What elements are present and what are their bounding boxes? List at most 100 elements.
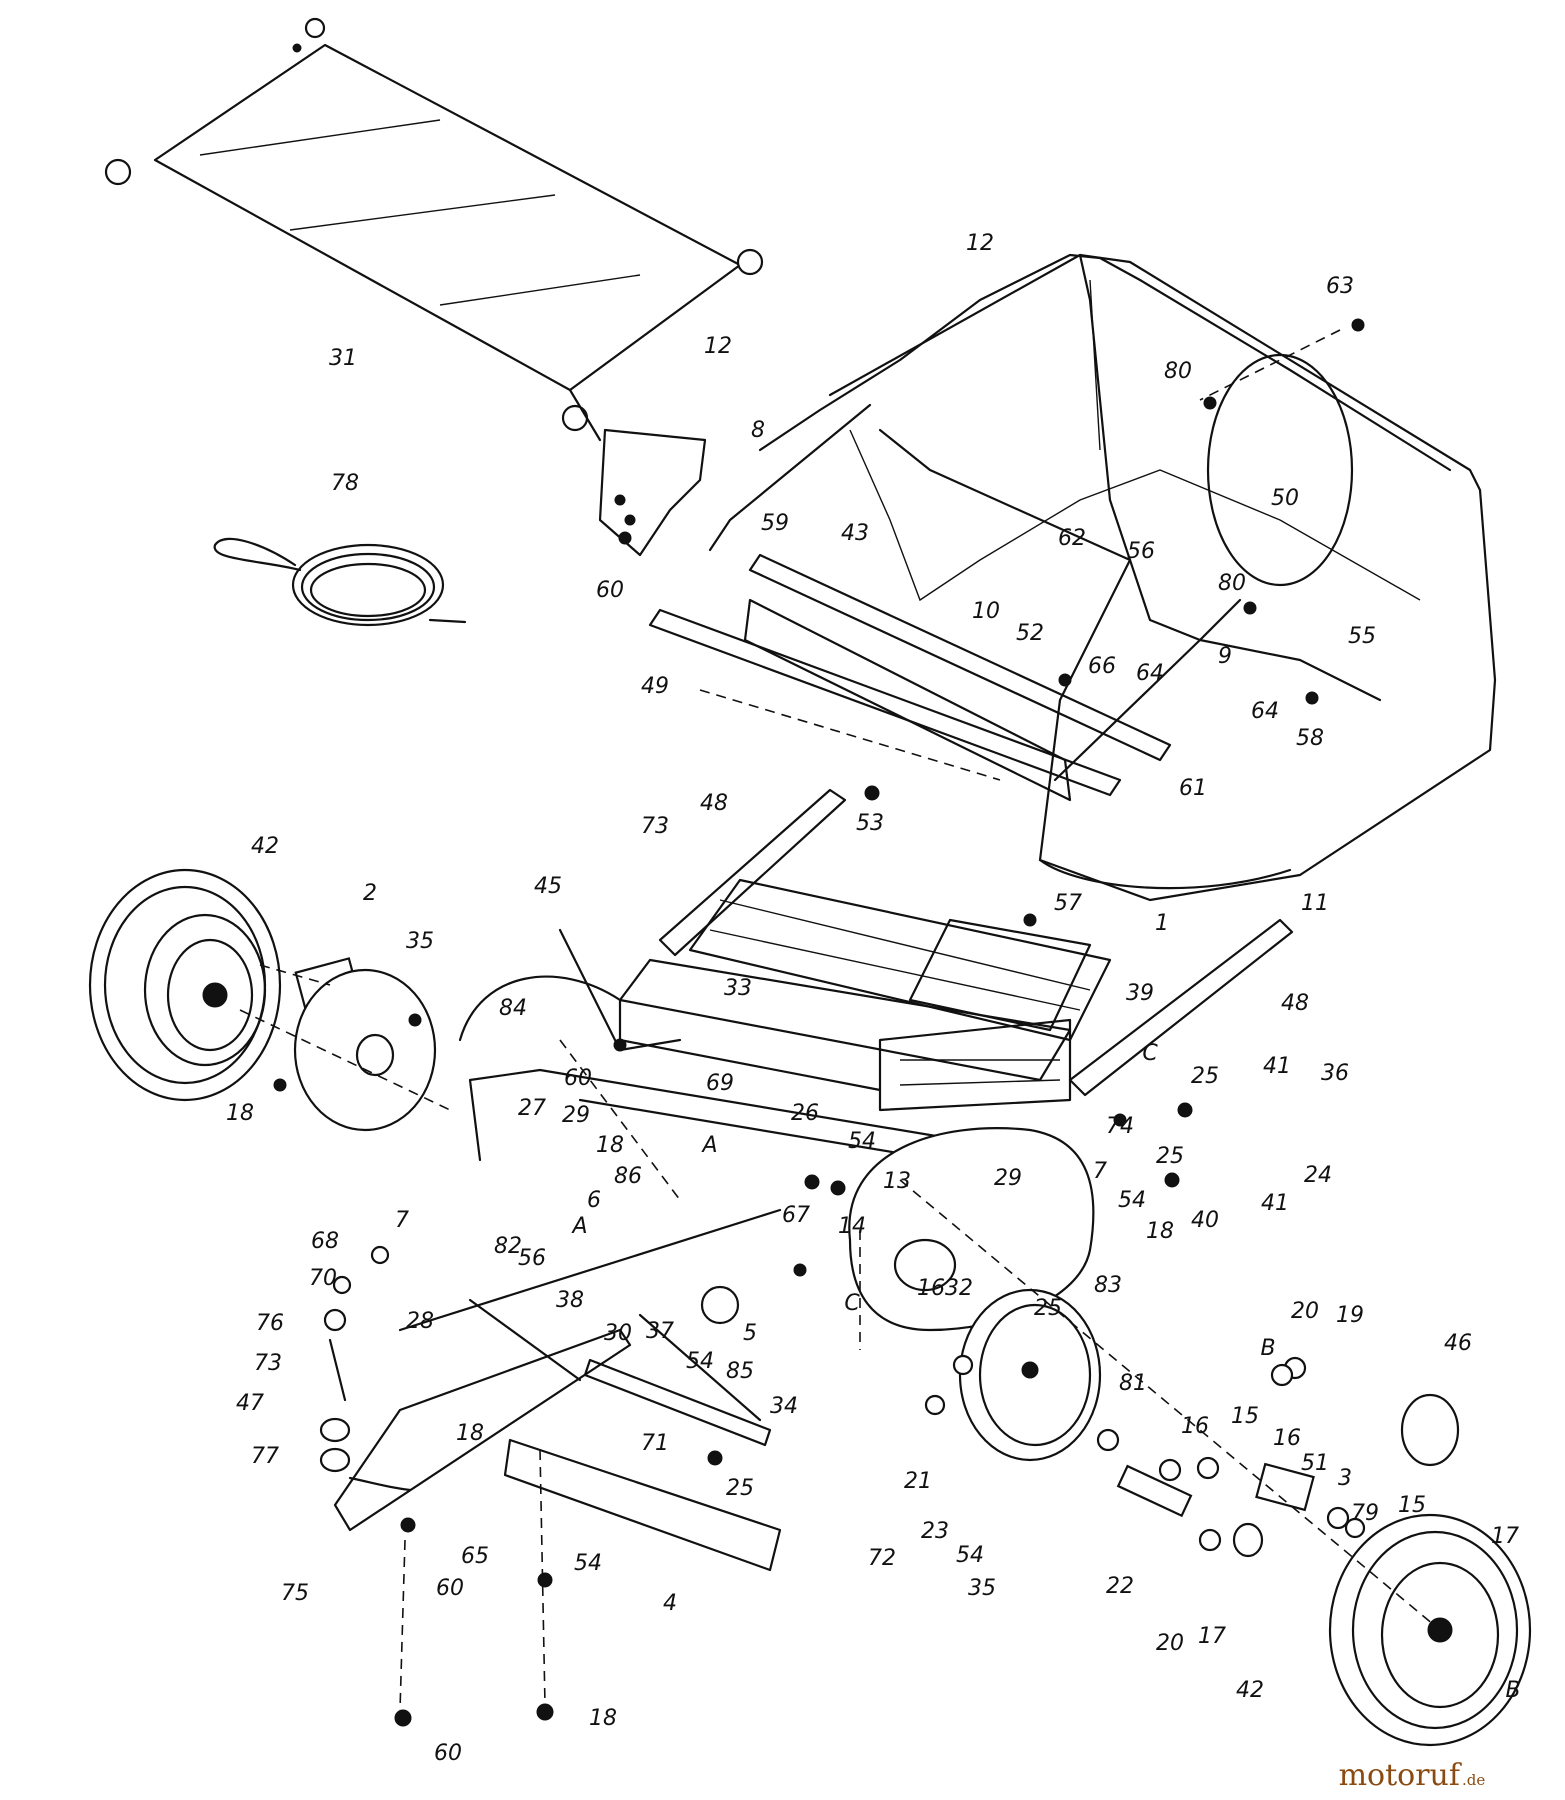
right-wheel-part <box>1328 1513 1532 1747</box>
part-callout-c103: 25 <box>726 1476 754 1501</box>
part-callout-c48: 26 <box>791 1101 819 1126</box>
part-callout-c57: 29 <box>994 1166 1022 1191</box>
part-callout-c79: 30 <box>604 1321 632 1346</box>
watermark-logo: motoruf .de <box>1339 1758 1486 1793</box>
part-callout-c74: C <box>844 1291 860 1316</box>
right-side-plate <box>848 1127 1095 1332</box>
part-callout-c68: 68 <box>311 1229 339 1254</box>
bracket-part-12 <box>598 428 707 557</box>
hardware-fasteners <box>273 43 1366 1727</box>
part-callout-c62: 6 <box>587 1188 601 1213</box>
part-callout-c109: 60 <box>436 1576 464 1601</box>
part-callout-c37: 39 <box>1126 981 1154 1006</box>
part-callout-c52: 18 <box>596 1133 624 1158</box>
part-callout-c101: 79 <box>1351 1501 1379 1526</box>
alignment-dashes <box>239 329 1441 1711</box>
part-callout-c33: 57 <box>1054 891 1082 916</box>
part-callout-c61: 7 <box>395 1208 409 1233</box>
part-callout-c53: 86 <box>614 1164 642 1189</box>
part-callout-c73: 38 <box>556 1288 584 1313</box>
lower-plate-part <box>333 1298 782 1572</box>
watermark-name: motoruf <box>1339 1758 1462 1793</box>
part-callout-c35: 84 <box>499 996 527 1021</box>
part-callout-c102: 15 <box>1398 1493 1426 1518</box>
handle-and-crossbars <box>648 403 1242 802</box>
left-wheel-part <box>88 868 282 1102</box>
part-callout-c58: 7 <box>1093 1159 1107 1184</box>
part-callout-c10: 60 <box>596 578 624 603</box>
part-callout-c20: 49 <box>641 674 669 699</box>
part-callout-c119: 60 <box>434 1741 462 1766</box>
part-callout-c91: 81 <box>1119 1371 1147 1396</box>
part-callout-c94: 16 <box>1273 1426 1301 1451</box>
part-callout-c22: 64 <box>1251 699 1279 724</box>
watermark-suffix: .de <box>1462 1771 1485 1789</box>
part-callout-c115: 20 <box>1156 1631 1184 1656</box>
part-callout-c11: 43 <box>841 521 869 546</box>
adjust-lever-part <box>398 1208 782 1447</box>
part-callout-c86: 73 <box>254 1351 282 1376</box>
part-callout-c60: 41 <box>1261 1191 1289 1216</box>
part-callout-c30: 2 <box>363 881 377 906</box>
part-callout-c4: 63 <box>1326 274 1354 299</box>
part-callout-c120: 18 <box>589 1706 617 1731</box>
part-callout-c41: C <box>1142 1041 1158 1066</box>
part-callout-c111: 4 <box>663 1591 677 1616</box>
part-callout-c117: 42 <box>1236 1678 1264 1703</box>
part-callout-c31: 35 <box>406 929 434 954</box>
part-callout-c49: 74 <box>1106 1114 1134 1139</box>
part-callout-c44: 36 <box>1321 1061 1349 1086</box>
part-callout-c81: 5 <box>743 1321 757 1346</box>
part-callout-c65: 14 <box>838 1214 866 1239</box>
part-callout-c56: 13 <box>883 1169 911 1194</box>
part-callout-c32: 45 <box>534 874 562 899</box>
part-callout-c40: 69 <box>706 1071 734 1096</box>
part-callout-c36: 33 <box>724 976 752 1001</box>
part-callout-c45: 18 <box>226 1101 254 1126</box>
part-callout-c14: 56 <box>1127 539 1155 564</box>
part-callout-c23: 58 <box>1296 726 1324 751</box>
part-callout-c97: 18 <box>456 1421 484 1446</box>
part-callout-c46: 27 <box>518 1096 546 1121</box>
part-callout-c96: 77 <box>251 1444 279 1469</box>
part-callout-c54: A <box>700 1133 717 1158</box>
part-callout-c8: 8 <box>751 418 765 443</box>
part-callout-c51: 24 <box>1304 1163 1332 1188</box>
cover-sheet-part <box>104 17 764 442</box>
part-callout-c87: 54 <box>686 1349 714 1374</box>
part-callout-c70: 56 <box>518 1246 546 1271</box>
part-callout-c27: 53 <box>856 811 884 836</box>
part-callout-c25: 73 <box>641 814 669 839</box>
part-callout-c88: 85 <box>726 1359 754 1384</box>
part-callout-c89: 47 <box>236 1391 264 1416</box>
part-callout-c64: 67 <box>782 1203 810 1228</box>
part-callout-c107: 72 <box>868 1546 896 1571</box>
part-callout-c38: 48 <box>1281 991 1309 1016</box>
part-callout-c118: B <box>1505 1678 1520 1703</box>
part-callout-c104: 23 <box>921 1519 949 1544</box>
part-callout-c85: 46 <box>1444 1331 1472 1356</box>
part-callout-c50: 25 <box>1156 1144 1184 1169</box>
part-callout-c66: 54 <box>1118 1188 1146 1213</box>
part-callout-c108: 65 <box>461 1544 489 1569</box>
part-callout-c43: 41 <box>1263 1054 1291 1079</box>
brush-roll-part <box>688 878 1112 1112</box>
part-callout-c17: 66 <box>1088 654 1116 679</box>
part-callout-c2: 12 <box>966 231 994 256</box>
part-callout-c105: 17 <box>1491 1524 1519 1549</box>
part-callout-c84: B <box>1260 1336 1275 1361</box>
part-callout-c110: 75 <box>281 1581 309 1606</box>
part-callout-c21: 9 <box>1218 644 1232 669</box>
part-callout-c39: 60 <box>564 1066 592 1091</box>
part-callout-c98: 71 <box>641 1431 669 1456</box>
part-callout-c19: 55 <box>1348 624 1376 649</box>
part-callout-c63: 82 <box>494 1234 522 1259</box>
part-callout-c26: 48 <box>700 791 728 816</box>
part-callout-c67: 18 <box>1146 1219 1174 1244</box>
axle-parts <box>1116 1393 1460 1518</box>
part-callout-c3: 12 <box>704 334 732 359</box>
part-callout-c72: 70 <box>309 1266 337 1291</box>
part-callout-c112: 54 <box>574 1551 602 1576</box>
part-callout-c93: 15 <box>1231 1404 1259 1429</box>
